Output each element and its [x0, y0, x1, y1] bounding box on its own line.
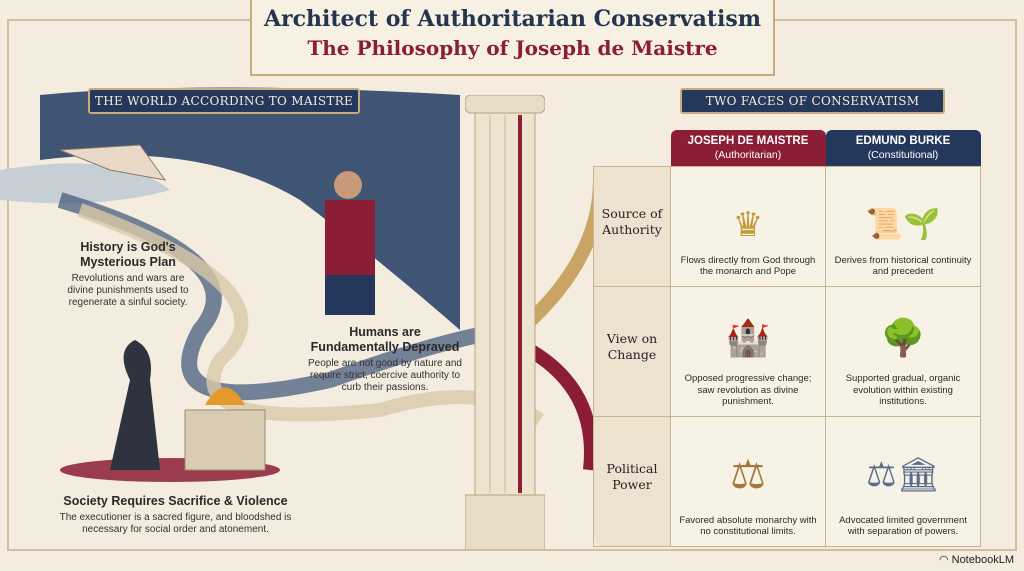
tree-icon: 🌳 — [880, 317, 926, 358]
brand-text: NotebookLM — [951, 554, 1014, 566]
table-header-row: JOSEPH DE MAISTRE(Authoritarian) EDMUND … — [594, 130, 981, 166]
cell-burke: 🌳 Supported gradual, organic evolution wi… — [825, 285, 981, 417]
cell-text: Advocated limited government with separa… — [839, 514, 967, 538]
notebooklm-icon: ◠ — [938, 554, 952, 566]
column-sub: (Constitutional) — [867, 148, 939, 161]
castle-lightning-icon: 🏰 — [725, 317, 771, 358]
block-heading: Humans are Fundamentally Depraved — [310, 325, 460, 354]
block-heading: Society Requires Sacrifice & Violence — [63, 494, 288, 508]
scales-icon: ⚖ — [730, 452, 766, 497]
cell-text: Derives from historical continuity and p… — [834, 254, 972, 278]
cell-maistre: 🏰 Opposed progressive change; saw revolut… — [670, 285, 826, 417]
scales-building-icon: ⚖🏛 — [866, 455, 940, 494]
cell-text: Favored absolute monarchy with no consti… — [679, 514, 817, 538]
block-heading: History is God's Mysterious Plan — [80, 240, 176, 269]
cell-maistre: ⚖ Favored absolute monarchy with no const… — [670, 415, 826, 547]
cell-burke: 📜🌱 Derives from historical continuity and… — [825, 165, 981, 287]
column-sub: (Authoritarian) — [714, 148, 782, 161]
cell-burke: ⚖🏛 Advocated limited government with sepa… — [825, 415, 981, 547]
left-banner: THE WORLD ACCORDING TO MAISTRE — [88, 88, 360, 114]
comparison-table: JOSEPH DE MAISTRE(Authoritarian) EDMUND … — [593, 130, 981, 547]
row-label: Political Power — [593, 415, 671, 547]
title-box: Architect of Authoritarian Conservatism … — [250, 0, 775, 76]
cell-text: Flows directly from God through the mona… — [680, 254, 816, 278]
row-label: Source of Authority — [593, 165, 671, 287]
column-name: JOSEPH DE MAISTRE — [687, 134, 809, 147]
table-row: Source of Authority ♛ Flows directly from… — [593, 165, 981, 287]
column-name: EDMUND BURKE — [855, 134, 951, 147]
scroll-tree-icon: 📜🌱 — [865, 207, 941, 241]
cell-maistre: ♛ Flows directly from God through the mon… — [670, 165, 826, 287]
right-banner: TWO FACES OF CONSERVATISM — [680, 88, 945, 114]
block-body: Revolutions and wars are divine punishme… — [67, 273, 189, 308]
column-header-burke: EDMUND BURKE(Constitutional) — [825, 130, 981, 166]
crown-mitre-icon: ♛ — [732, 205, 764, 244]
row-label: View on Change — [593, 285, 671, 417]
block-body: People are not good by nature and requir… — [307, 358, 462, 393]
block-human-nature: Humans are Fundamentally Depraved People… — [305, 325, 465, 394]
table-row: Political Power ⚖ Favored absolute monarc… — [593, 415, 981, 547]
block-history: History is God's Mysterious Plan Revolut… — [58, 240, 198, 309]
cell-text: Opposed progressive change; saw revoluti… — [684, 373, 812, 407]
column-header-maistre: JOSEPH DE MAISTRE(Authoritarian) — [670, 130, 826, 166]
block-body: The executioner is a sacred figure, and … — [59, 512, 292, 535]
table-row: View on Change 🏰 Opposed progressive chan… — [593, 285, 981, 417]
title: Architect of Authoritarian Conservatism — [263, 6, 762, 32]
cell-text: Supported gradual, organic evolution wit… — [845, 373, 961, 407]
block-sacrifice: Society Requires Sacrifice & Violence Th… — [58, 494, 293, 536]
subtitle: The Philosophy of Joseph de Maistre — [307, 36, 718, 60]
central-column-illustration — [464, 94, 546, 551]
brand-logo: ◠ NotebookLM — [939, 553, 1014, 566]
